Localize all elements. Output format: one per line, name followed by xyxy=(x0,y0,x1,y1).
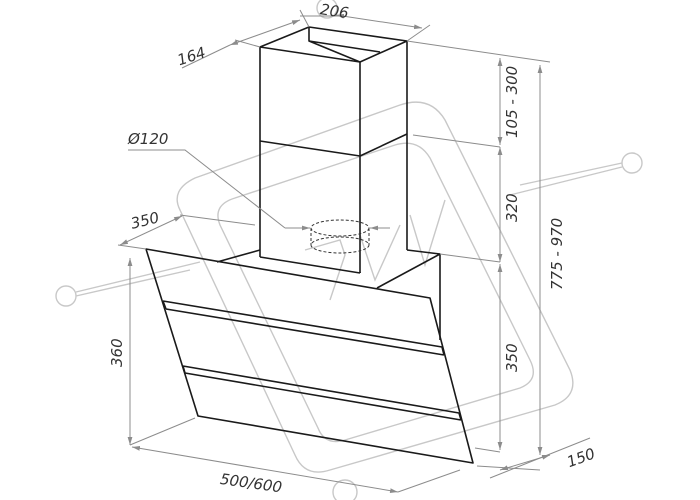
duct-outlet xyxy=(310,219,370,254)
dimension-lines xyxy=(117,9,591,494)
dim-upper-chimney: 105 - 300 xyxy=(503,66,521,138)
dim-chimney-width: 206 xyxy=(319,0,350,22)
dim-base-depth: 350 xyxy=(129,208,161,232)
dim-chimney-depth: 164 xyxy=(175,43,208,69)
dim-width: 500/600 xyxy=(219,470,283,496)
hood-body xyxy=(145,248,474,464)
dim-glass-height: 360 xyxy=(108,338,126,367)
dim-bottom-depth: 150 xyxy=(564,444,597,471)
dim-total-height: 775 - 970 xyxy=(548,218,566,290)
dim-duct-diameter: Ø120 xyxy=(127,130,168,148)
dim-lower-chimney: 320 xyxy=(503,193,521,222)
dim-body-height: 350 xyxy=(503,343,521,372)
